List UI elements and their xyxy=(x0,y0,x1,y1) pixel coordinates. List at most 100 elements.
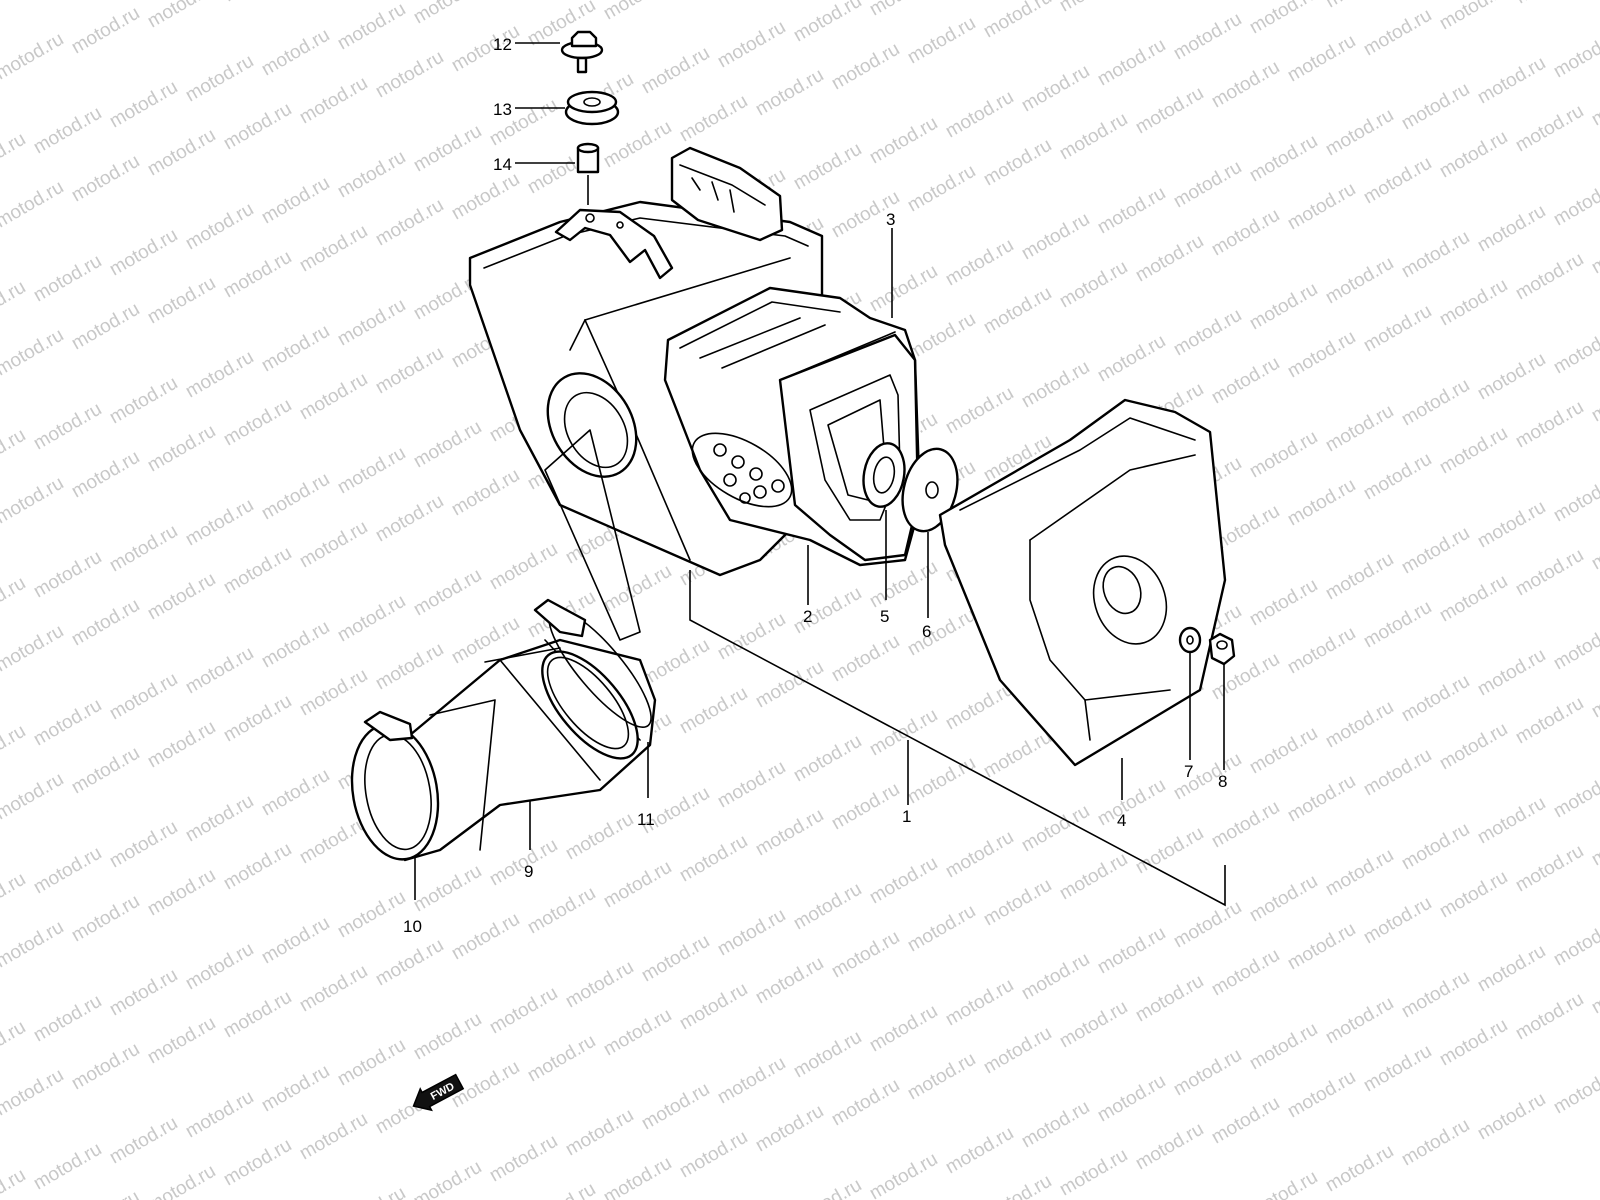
watermark-text: motod.ru xyxy=(676,683,751,739)
watermark-text: motod.ru xyxy=(1398,227,1473,283)
watermark-text: motod.ru xyxy=(220,987,295,1043)
watermark-text: motod.ru xyxy=(258,173,333,229)
watermark-text: motod.ru xyxy=(1208,797,1283,853)
watermark-text: motod.ru xyxy=(296,73,371,129)
watermark-text: motod.ru xyxy=(1132,83,1207,139)
watermark-text: motod.ru xyxy=(1322,253,1397,309)
watermark-text: motod.ru xyxy=(1550,27,1600,83)
watermark-text: motod.ru xyxy=(1322,993,1397,1049)
watermark-text: motod.ru xyxy=(1360,745,1435,801)
watermark-text: motod.ru xyxy=(1436,719,1511,775)
watermark-text: motod.ru xyxy=(68,1039,143,1095)
watermark-text: motod.ru xyxy=(562,809,637,865)
watermark-text: motod.ru xyxy=(828,779,903,835)
watermark-text: motod.ru xyxy=(30,399,105,455)
watermark-text: motod.ru xyxy=(106,77,181,133)
watermark-text: motod.ru xyxy=(676,979,751,1035)
watermark-text: motod.ru xyxy=(0,1017,29,1073)
watermark-text: motod.ru xyxy=(410,861,485,917)
watermark-text: motod.ru xyxy=(30,1139,105,1195)
watermark-text: motod.ru xyxy=(1360,301,1435,357)
watermark-text: motod.ru xyxy=(68,151,143,207)
watermark-text: motod.ru xyxy=(1588,75,1600,131)
watermark-text: motod.ru xyxy=(1588,815,1600,871)
watermark-text: motod.ru xyxy=(220,99,295,155)
callout-8: 8 xyxy=(1218,772,1227,791)
watermark-text: motod.ru xyxy=(334,1183,409,1200)
watermark-text: motod.ru xyxy=(790,879,865,935)
watermark-text: motod.ru xyxy=(0,473,67,529)
watermark-text: motod.ru xyxy=(0,177,67,233)
watermark-text: motod.ru xyxy=(714,609,789,665)
watermark-text: motod.ru xyxy=(1284,31,1359,87)
watermark-text: motod.ru xyxy=(1208,205,1283,261)
watermark-text: motod.ru xyxy=(258,913,333,969)
callout-6: 6 xyxy=(922,622,931,641)
watermark-text: motod.ru xyxy=(486,0,561,2)
watermark-text: motod.ru xyxy=(144,0,219,32)
leader-lines xyxy=(414,42,1226,907)
watermark-text: motod.ru xyxy=(144,1013,219,1069)
watermark-text: motod.ru xyxy=(1322,0,1397,12)
watermark-text: motod.ru xyxy=(220,1135,295,1191)
watermark-text: motod.ru xyxy=(1550,175,1600,231)
watermark-text: motod.ru xyxy=(942,87,1017,143)
watermark-text: motod.ru xyxy=(334,147,409,203)
watermark-text: motod.ru xyxy=(1550,767,1600,823)
watermark-text: motod.ru xyxy=(486,983,561,1039)
watermark-text: motod.ru xyxy=(1284,475,1359,531)
watermark-text: motod.ru xyxy=(182,495,257,551)
watermark-text: motod.ru xyxy=(182,1087,257,1143)
watermark-text: motod.ru xyxy=(258,469,333,525)
watermark-text: motod.ru xyxy=(296,665,371,721)
watermark-text: motod.ru xyxy=(1284,919,1359,975)
watermark-text: motod.ru xyxy=(904,161,979,217)
watermark-text: motod.ru xyxy=(220,0,295,6)
watermark-text: motod.ru xyxy=(1398,375,1473,431)
watermark-text: motod.ru xyxy=(904,901,979,957)
watermark-text: motod.ru xyxy=(448,169,523,225)
watermark-text: motod.ru xyxy=(1512,545,1587,601)
watermark-text: motod.ru xyxy=(600,0,675,24)
callout-9: 9 xyxy=(524,862,533,881)
watermark-text: motod.ru xyxy=(1246,871,1321,927)
watermark-text: motod.ru xyxy=(30,695,105,751)
watermark-text: motod.ru xyxy=(68,1187,143,1200)
watermark-text: motod.ru xyxy=(144,865,219,921)
watermark-text: motod.ru xyxy=(1246,1019,1321,1075)
watermark-text: motod.ru xyxy=(1474,645,1549,701)
spacer xyxy=(576,142,600,174)
watermark-text: motod.ru xyxy=(1550,1063,1600,1119)
watermark-text: motod.ru xyxy=(752,65,827,121)
watermark-text: motod.ru xyxy=(980,283,1055,339)
watermark-text: motod.ru xyxy=(638,931,713,987)
watermark-text: motod.ru xyxy=(68,3,143,59)
callout-11: 11 xyxy=(637,810,655,829)
watermark-text: motod.ru xyxy=(752,1101,827,1157)
watermark-text: motod.ru xyxy=(334,887,409,943)
watermark-text: motod.ru xyxy=(1588,519,1600,575)
watermark-text: motod.ru xyxy=(600,561,675,617)
watermark-text: motod.ru xyxy=(980,727,1055,783)
watermark-text: motod.ru xyxy=(0,1065,67,1121)
watermark-text: motod.ru xyxy=(1474,53,1549,109)
watermark-text: motod.ru xyxy=(1360,449,1435,505)
watermark-text: motod.ru xyxy=(1094,775,1169,831)
watermark-text: motod.ru xyxy=(1208,1093,1283,1149)
watermark-text: motod.ru xyxy=(790,139,865,195)
watermark-text: motod.ru xyxy=(980,875,1055,931)
watermark-text: motod.ru xyxy=(1284,179,1359,235)
watermark-text: motod.ru xyxy=(1436,1015,1511,1071)
watermark-text: motod.ru xyxy=(1398,671,1473,727)
watermark-text: motod.ru xyxy=(600,117,675,173)
watermark-text: motod.ru xyxy=(30,843,105,899)
callout-3: 3 xyxy=(886,210,895,229)
watermark-text: motod.ru xyxy=(1360,5,1435,61)
watermark-text: motod.ru xyxy=(1474,349,1549,405)
watermark-text: motod.ru xyxy=(980,1023,1055,1079)
watermark-text: motod.ru xyxy=(790,583,865,639)
watermark-text: motod.ru xyxy=(752,805,827,861)
watermark-text: motod.ru xyxy=(410,565,485,621)
watermark-text: motod.ru xyxy=(866,261,941,317)
watermark-text: motod.ru xyxy=(258,765,333,821)
